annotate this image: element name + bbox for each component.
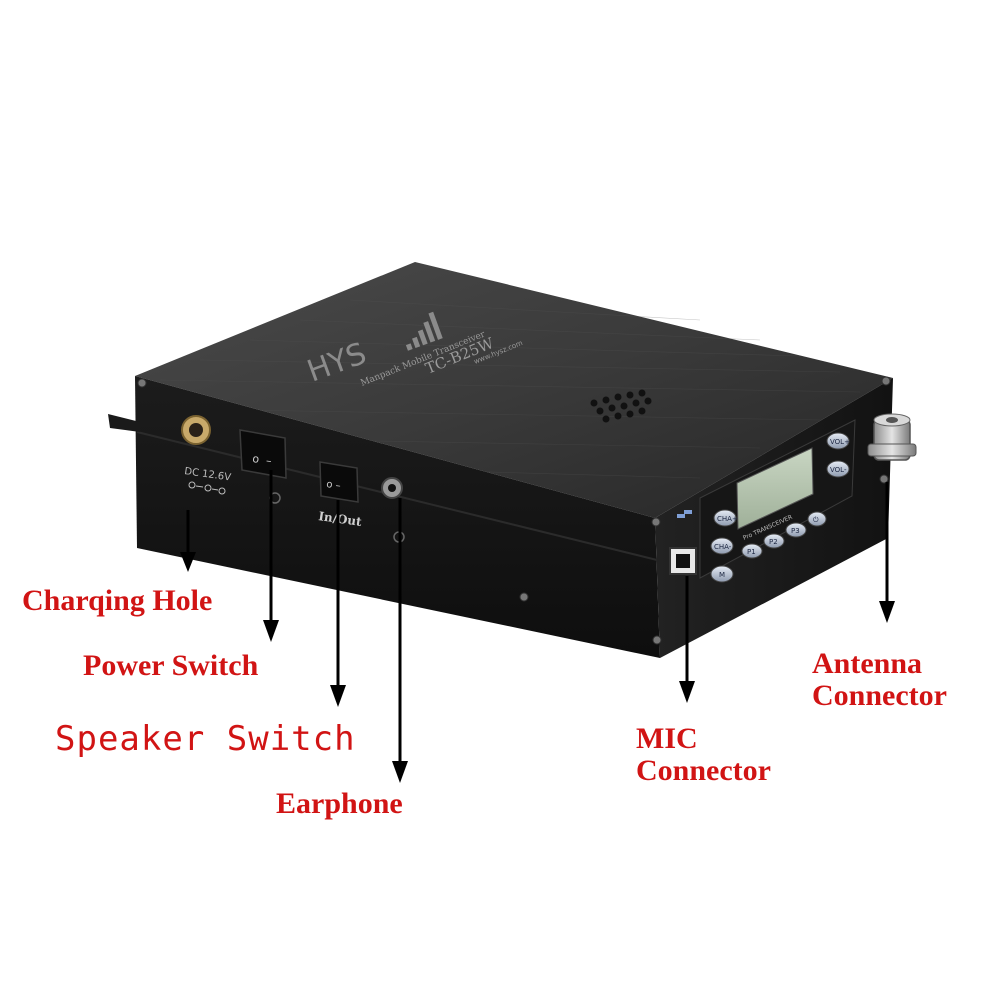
key-p1[interactable]: P1 <box>741 543 763 559</box>
callout-mic-line2: Connector <box>636 753 771 787</box>
status-light <box>677 514 685 518</box>
arrow-earphone <box>392 498 408 783</box>
callout-speaker-switch-text: Speaker Switch <box>55 719 356 759</box>
callout-earphone-text: Earphone <box>276 787 403 820</box>
charging-jack <box>181 415 211 445</box>
key-cha-up[interactable]: CHA+ <box>713 509 738 527</box>
svg-text:VOL+: VOL+ <box>830 438 850 446</box>
key-cha-down[interactable]: CHA- <box>710 537 734 555</box>
clip-stub <box>108 414 140 432</box>
mic-connector <box>669 547 697 575</box>
key-vol-down[interactable]: VOL- <box>826 460 850 478</box>
polarity-icon <box>188 481 226 495</box>
screw <box>881 376 891 386</box>
callout-charging-hole-text: Charqing Hole <box>22 584 213 617</box>
callout-mic-connector: MIC Connector <box>636 723 771 786</box>
arrow-speaker <box>330 500 346 707</box>
callout-charging-hole: Charqing Hole <box>22 585 212 617</box>
status-light <box>684 510 692 514</box>
speaker-grille <box>590 389 652 423</box>
speaker-switch[interactable]: o – <box>319 461 359 503</box>
antenna-connector <box>867 413 917 461</box>
speaker-switch-glyphs: o – <box>326 479 342 492</box>
power-switch-glyphs: o – <box>252 452 273 468</box>
svg-text:P1: P1 <box>747 548 756 556</box>
device-body: HYS Manpack Mobile Transceiver TC-B25W w… <box>108 262 917 658</box>
arrow-mic <box>679 576 695 703</box>
device-top-panel <box>135 262 893 518</box>
screw <box>652 635 662 645</box>
screw <box>879 474 889 484</box>
screw <box>651 517 661 527</box>
callout-power-switch-text: Power Switch <box>83 649 259 682</box>
svg-text:⏻: ⏻ <box>813 516 819 524</box>
svg-text:VOL-: VOL- <box>830 466 847 474</box>
earphone-jack <box>381 477 403 499</box>
speaker-switch-label: In/Out <box>318 509 363 529</box>
signal-bars-icon <box>405 311 443 351</box>
key-m[interactable]: M <box>710 565 734 583</box>
svg-text:P3: P3 <box>791 527 800 535</box>
key-vol-up[interactable]: VOL+ <box>826 432 850 450</box>
svg-text:CHA-: CHA- <box>714 543 732 551</box>
callout-power-switch: Power Switch <box>83 650 258 682</box>
arrow-power <box>263 470 279 642</box>
callout-antenna-line1: Antenna <box>812 647 923 680</box>
key-p2[interactable]: P2 <box>763 533 785 549</box>
arrow-antenna <box>879 482 895 623</box>
callout-earphone: Earphone <box>276 788 403 820</box>
screw <box>519 592 529 602</box>
svg-text:P2: P2 <box>769 538 778 546</box>
key-power[interactable]: ⏻ <box>807 511 827 527</box>
lcd-display <box>736 447 814 530</box>
callout-antenna-line2: Connector <box>812 678 947 712</box>
power-switch[interactable]: o – <box>239 429 287 479</box>
arrow-charging <box>180 510 196 572</box>
callout-speaker-switch: Speaker Switch <box>55 719 356 759</box>
svg-text:CHA+: CHA+ <box>717 515 738 523</box>
callout-mic-line1: MIC <box>636 722 698 755</box>
key-p3[interactable]: P3 <box>785 522 807 538</box>
callout-antenna-connector: Antenna Connector <box>812 648 947 711</box>
svg-text:M: M <box>719 571 725 579</box>
screw <box>137 378 147 388</box>
